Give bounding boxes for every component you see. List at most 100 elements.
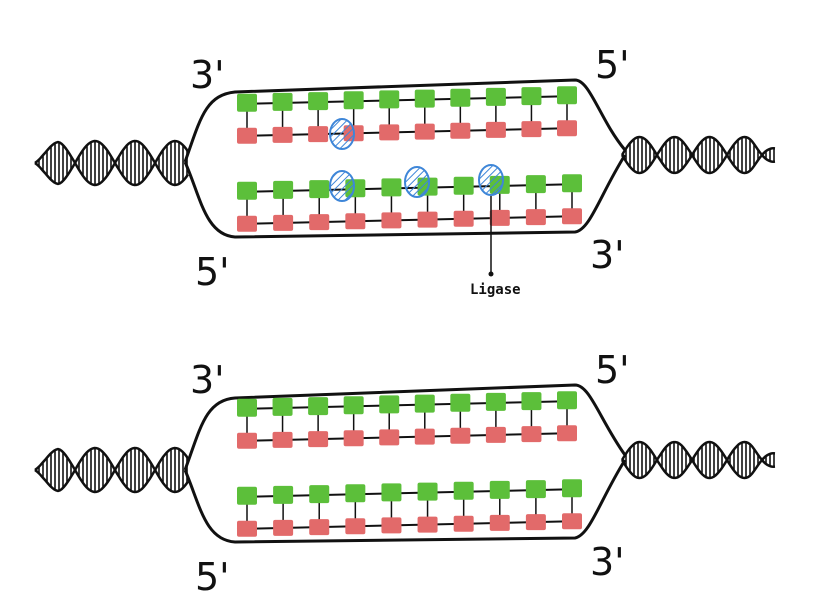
red-nucleotide bbox=[237, 215, 257, 232]
red-nucleotide bbox=[381, 212, 402, 229]
red-nucleotide bbox=[417, 516, 438, 533]
label-3prime-bottom-right: 3' bbox=[590, 233, 625, 277]
red-backbone bbox=[236, 520, 583, 530]
green-nucleotide bbox=[485, 87, 506, 106]
red-nucleotide bbox=[414, 428, 435, 445]
label-5prime-bottom-left-b: 5' bbox=[195, 555, 230, 599]
red-nucleotide bbox=[521, 426, 542, 443]
red-nucleotide bbox=[272, 126, 293, 143]
red-nucleotide bbox=[453, 515, 474, 532]
green-nucleotide bbox=[414, 394, 435, 413]
red-nucleotide bbox=[557, 425, 577, 442]
ligase-enzyme bbox=[404, 166, 430, 198]
green-nucleotide bbox=[343, 396, 364, 415]
red-nucleotide bbox=[273, 214, 294, 231]
green-nucleotide bbox=[379, 90, 400, 109]
green-nucleotide bbox=[525, 480, 546, 499]
red-nucleotide bbox=[485, 121, 506, 138]
ligase-enzyme bbox=[329, 118, 355, 150]
green-nucleotide bbox=[562, 174, 582, 193]
ligase-enzyme bbox=[329, 170, 355, 202]
top-outer-strand-bottom bbox=[183, 154, 627, 239]
green-nucleotide bbox=[343, 91, 364, 110]
label-3prime-top-left: 3' bbox=[190, 53, 225, 97]
red-nucleotide bbox=[237, 432, 257, 449]
red-nucleotide bbox=[525, 209, 546, 226]
ligase-group bbox=[329, 118, 504, 202]
label-3prime-bottom-right-b: 3' bbox=[590, 540, 625, 584]
green-nucleotide bbox=[485, 392, 506, 411]
red-nucleotide bbox=[489, 209, 510, 226]
helix-backbone-b bbox=[620, 440, 776, 480]
label-5prime-bottom-left: 5' bbox=[195, 250, 230, 294]
green-nucleotide bbox=[381, 483, 402, 502]
green-nucleotide bbox=[237, 93, 257, 112]
panel-bottom: 3' 5' 5' 3' bbox=[34, 348, 776, 599]
red-nucleotide bbox=[308, 431, 329, 448]
helix-backbone-a bbox=[620, 135, 776, 175]
strand-row-1-top bbox=[236, 86, 578, 144]
helix-backbone-a bbox=[620, 440, 776, 480]
green-nucleotide bbox=[562, 479, 582, 498]
red-nucleotide bbox=[414, 123, 435, 140]
red-nucleotide bbox=[273, 519, 294, 536]
red-nucleotide bbox=[557, 120, 577, 137]
strand-row-1-bottom bbox=[236, 391, 578, 449]
red-nucleotide bbox=[521, 121, 542, 138]
red-nucleotide bbox=[343, 430, 364, 447]
red-nucleotide bbox=[417, 211, 438, 228]
green-nucleotide bbox=[525, 175, 546, 194]
ligase-enzyme bbox=[478, 164, 504, 196]
green-nucleotide bbox=[237, 398, 257, 417]
red-nucleotide bbox=[309, 519, 330, 536]
red-nucleotide bbox=[308, 126, 329, 143]
green-nucleotide bbox=[381, 178, 402, 197]
green-backbone bbox=[236, 488, 583, 498]
red-backbone bbox=[236, 215, 583, 225]
ligase-label: Ligase bbox=[470, 282, 521, 298]
red-nucleotide bbox=[453, 210, 474, 227]
green-nucleotide bbox=[237, 181, 257, 200]
green-nucleotide bbox=[557, 391, 577, 410]
red-nucleotide bbox=[562, 208, 582, 225]
green-nucleotide bbox=[308, 92, 329, 111]
red-nucleotide bbox=[237, 127, 257, 144]
green-nucleotide bbox=[309, 485, 330, 504]
label-3prime-top-left-b: 3' bbox=[190, 358, 225, 402]
bottom-outer-strand-top bbox=[183, 383, 627, 471]
bottom-outer-strand-bottom bbox=[183, 459, 627, 544]
green-nucleotide bbox=[453, 176, 474, 195]
top-outer-strand-top bbox=[183, 78, 627, 163]
green-nucleotide bbox=[521, 87, 542, 106]
red-nucleotide bbox=[237, 520, 257, 537]
red-backbone bbox=[236, 432, 578, 442]
panel-top: Ligase 3' 5' 5' 3' bbox=[34, 43, 776, 298]
green-nucleotide bbox=[557, 86, 577, 105]
red-nucleotide bbox=[450, 122, 471, 139]
green-nucleotide bbox=[309, 180, 330, 199]
label-5prime-top-right-b: 5' bbox=[595, 348, 630, 392]
right-helix-bottom bbox=[620, 440, 776, 480]
green-nucleotide bbox=[273, 485, 294, 504]
red-nucleotide bbox=[379, 429, 400, 446]
green-nucleotide bbox=[417, 482, 438, 501]
red-nucleotide bbox=[450, 427, 471, 444]
red-nucleotide bbox=[489, 514, 510, 531]
strand-row-2-bottom bbox=[236, 479, 583, 537]
red-nucleotide bbox=[272, 431, 293, 448]
green-backbone bbox=[236, 95, 578, 105]
strand-row-2-top bbox=[236, 174, 583, 232]
green-nucleotide bbox=[489, 480, 510, 499]
green-nucleotide bbox=[450, 88, 471, 107]
green-nucleotide bbox=[521, 392, 542, 411]
ligase-pointer-dot bbox=[488, 271, 494, 277]
right-helix-top bbox=[620, 135, 776, 175]
red-nucleotide bbox=[525, 514, 546, 531]
green-nucleotide bbox=[273, 180, 294, 199]
left-helix-top bbox=[34, 139, 190, 187]
helix-backbone-b bbox=[620, 135, 776, 175]
red-backbone bbox=[236, 127, 578, 137]
green-nucleotide bbox=[414, 89, 435, 108]
